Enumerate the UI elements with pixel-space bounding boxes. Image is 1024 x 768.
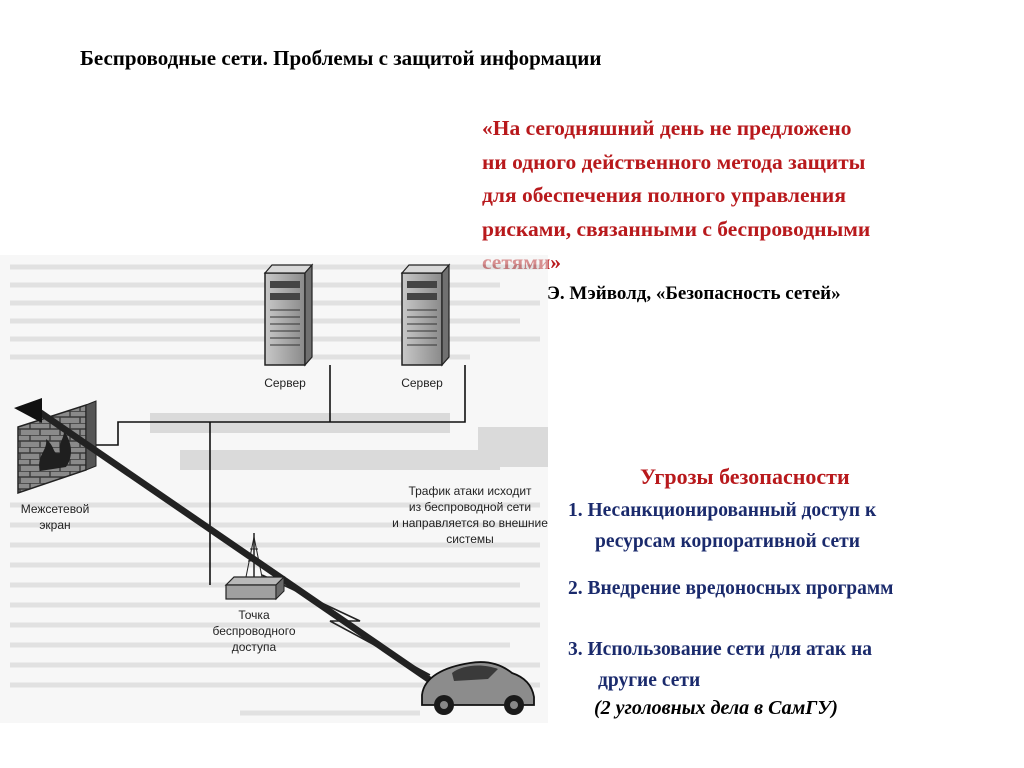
quote-block: «На сегодняшний день не предложено ни од… <box>482 112 1012 280</box>
threat-item-3: 3. Использование сети для атак на <box>568 639 872 660</box>
quote-line: сетями» <box>482 246 1012 280</box>
threat-note: (2 уголовных дела в СамГУ) <box>594 697 838 719</box>
server-label: Сервер <box>264 376 306 390</box>
network-lines <box>86 365 466 585</box>
quote-line: ни одного действенного метода защиты <box>482 149 866 174</box>
access-point-icon <box>224 533 286 601</box>
firewall-label: Межсетевой <box>21 502 90 516</box>
traffic-label: системы <box>446 532 494 546</box>
lightning-bolt <box>261 574 431 676</box>
server-2 <box>400 263 451 367</box>
server-1 <box>263 263 314 367</box>
threat-item-3-cont: другие сети <box>598 670 701 691</box>
quote-line: рисками, связанными с беспроводными <box>482 216 871 241</box>
firewall-icon <box>17 400 97 495</box>
threat-item-1-cont: ресурсам корпоративной сети <box>595 531 860 552</box>
quote-author: Э. Мэйволд, «Безопасность сетей» <box>547 283 841 304</box>
ap-label: доступа <box>232 640 277 654</box>
network-diagram: Сервер Сервер Межсетевой экран Трафик ат… <box>0 255 548 723</box>
quote-line: для обеспечения полного управления <box>482 183 846 207</box>
server-label: Сервер <box>401 376 443 390</box>
traffic-label: из беспроводной сети <box>409 500 531 514</box>
traffic-label: и направляется во внешние <box>392 516 548 530</box>
threats-heading: Угрозы безопасности <box>640 464 850 489</box>
quote-line: «На сегодняшний день не предложено <box>482 116 852 140</box>
attack-traffic-arrow <box>14 398 440 687</box>
traffic-label: Трафик атаки исходит <box>408 484 532 498</box>
ap-label: беспроводного <box>213 624 296 638</box>
threat-item-2: 2. Внедрение вредоносных программ <box>568 578 894 599</box>
ap-label: Точка <box>238 608 270 622</box>
car-icon <box>421 661 535 715</box>
firewall-label: экран <box>39 518 70 532</box>
threat-item-1: 1. Несанкционированный доступ к <box>568 500 877 521</box>
slide-title: Беспроводные сети. Проблемы с защитой ин… <box>80 46 602 70</box>
